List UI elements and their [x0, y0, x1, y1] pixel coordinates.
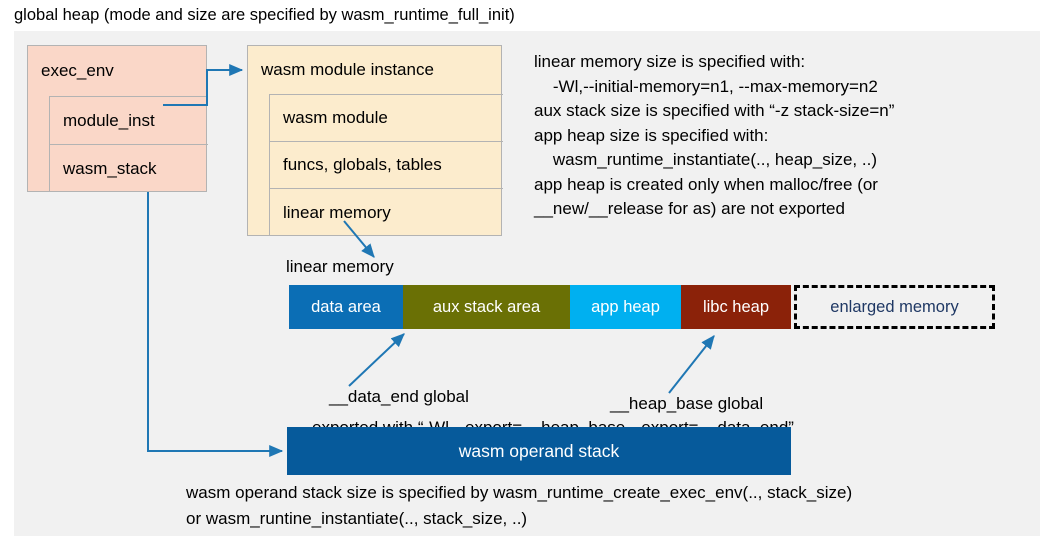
module-instance-row-linear-memory: linear memory	[269, 188, 503, 236]
memory-segment-app-heap: app heap	[570, 285, 681, 329]
memory-segment-aux-stack-area: aux stack area	[403, 285, 570, 329]
exec-env-row-module-inst: module_inst	[49, 96, 208, 144]
memory-segment-libc-heap: libc heap	[681, 285, 791, 329]
exec-env-row-wasm-stack: wasm_stack	[49, 144, 208, 192]
module-instance-row-funcs-globals-tables: funcs, globals, tables	[269, 141, 503, 188]
module-instance-row-wasm-module: wasm module	[269, 94, 503, 141]
heap-base-annotation: __heap_base global	[610, 394, 764, 413]
wasm-module-instance-box: wasm module instance wasm module funcs, …	[247, 45, 503, 236]
operand-stack-note: wasm operand stack size is specified by …	[186, 483, 853, 528]
diagram-canvas: exec_env module_inst wasm_stack wasm mod…	[14, 31, 1040, 536]
configuration-notes: linear memory size is specified with: -W…	[534, 52, 895, 218]
page-title: global heap (mode and size are specified…	[14, 6, 515, 24]
wasm-module-instance-header: wasm module instance	[261, 60, 434, 79]
wasm-operand-stack-box: wasm operand stack	[287, 427, 791, 475]
data-end-annotation: __data_end global	[329, 387, 469, 406]
memory-segment-enlarged-memory: enlarged memory	[794, 285, 995, 329]
exec-env-header: exec_env	[41, 61, 114, 80]
memory-segment-data-area: data area	[289, 285, 403, 329]
exec-env-box: exec_env module_inst wasm_stack	[27, 45, 208, 192]
connector-data-end-arrow	[348, 333, 405, 387]
connector-heap-base-arrow	[668, 335, 715, 394]
linear-memory-caption: linear memory	[286, 257, 394, 276]
